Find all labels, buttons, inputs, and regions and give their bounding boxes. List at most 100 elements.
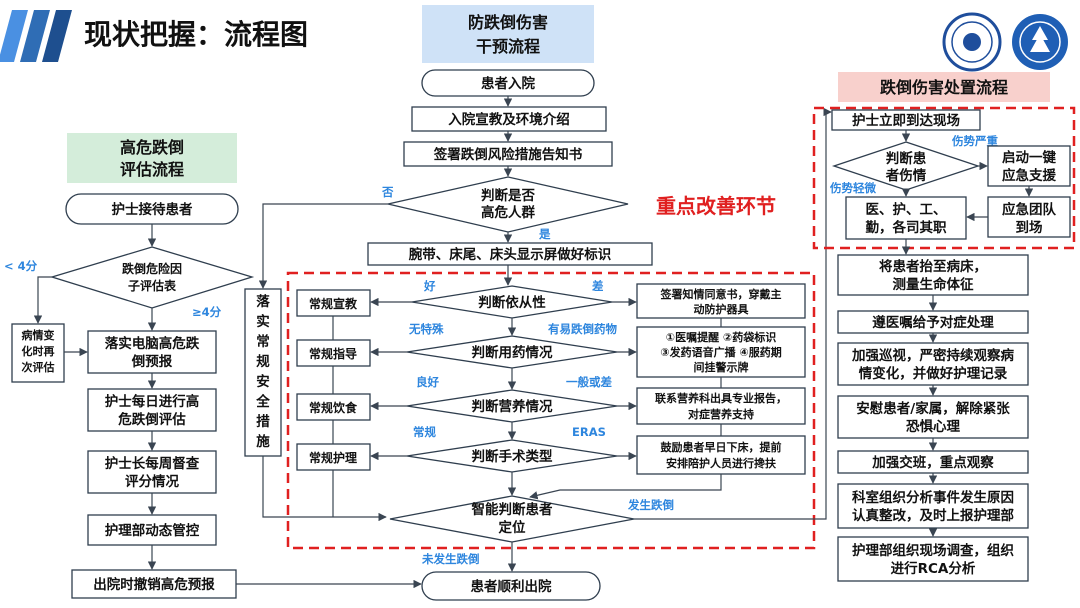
disposal-frame (812, 106, 1076, 250)
sign-label: 签署跌倒风险措施告知书 (433, 146, 583, 163)
routine-guidance-label: 常规指导 (309, 346, 357, 361)
routine-education-box (296, 289, 371, 317)
left-title-line1: 高危跌倒 (120, 138, 184, 157)
right-step-4 (837, 395, 1029, 439)
no-fall-label: 未发生跌倒 (421, 552, 480, 566)
right-title-box (838, 72, 1050, 102)
left-step-5-label: 出院时撤销高危预报 (93, 576, 215, 593)
arrive-label: 护士立即到达现场 (852, 112, 960, 129)
surgery-good-label: 常规 (413, 425, 436, 439)
left-step-2 (87, 388, 217, 432)
key-improvement-frame (286, 271, 816, 550)
marking-label: 腕带、床尾、床头显示屏做好标识 (409, 246, 612, 263)
severe-label: 伤势严重 (951, 134, 998, 148)
admit-label: 患者入院 (481, 75, 535, 92)
left-title-box (67, 133, 237, 183)
right-step-7 (837, 536, 1029, 582)
right-step-3-line1: 加强巡视，严密持续观察病 (851, 347, 1014, 364)
medication-good-label: 无特殊 (408, 322, 444, 336)
high-risk-decision-line1: 判断是否 (481, 187, 535, 204)
early-ambulation-line2: 安排陪护人员进行搀扶 (666, 456, 777, 470)
early-ambulation-box (636, 435, 806, 475)
left-step-4-label: 护理部动态管控 (105, 522, 200, 539)
medication-measures-box (636, 326, 806, 378)
reassess-box (11, 323, 65, 383)
left-step-4 (87, 514, 217, 546)
routine-safety-char-8: 施 (256, 433, 270, 450)
fall-occurred-label: 发生跌倒 (627, 498, 674, 512)
left-step-1-line1: 落实电脑高危跌 (105, 335, 200, 352)
left-step-1 (87, 330, 217, 374)
reassess-line1: 病情变 (22, 328, 55, 342)
emergency-team-line1: 应急团队 (1002, 201, 1056, 218)
routine-safety-char-4: 规 (256, 354, 270, 370)
right-step-6-line1: 科室组织分析事件发生原因 (852, 489, 1014, 506)
high-risk-decision-line2: 高危人群 (481, 204, 535, 221)
routine-safety-char-3: 常 (256, 333, 270, 350)
routine-safety-box (244, 288, 282, 457)
emphasis-label: 重点改善环节 (656, 194, 776, 218)
injury-decision-line1: 判断患 (886, 150, 927, 167)
no-label: 否 (381, 185, 394, 199)
left-step-1-line2: 倒预报 (131, 353, 173, 370)
surgery-decision-label: 判断手术类型 (472, 448, 553, 465)
university-logo-right (1012, 14, 1068, 70)
consent-line1: 签署知情同意书，穿戴主 (660, 287, 782, 301)
routine-safety-char-7: 措 (256, 413, 270, 430)
left-step-3-line2: 评分情况 (125, 473, 179, 490)
medication-bad-label: 有易跌倒药物 (548, 322, 617, 336)
nutrition-decision-label: 判断营养情况 (472, 398, 553, 415)
compliance-good-label: 好 (423, 279, 436, 293)
medication-measures-line2: ③发药语音广播 ④服药期 (660, 345, 781, 359)
discharge-terminal (421, 571, 601, 601)
left-step-2-line1: 护士每日进行高 (105, 393, 200, 410)
routine-care-label: 常规护理 (309, 450, 357, 465)
emergency-support-line2: 应急支援 (1002, 167, 1056, 184)
reassess-line2: 化时再 (22, 344, 55, 358)
roles-line2: 勤，各司其职 (866, 219, 947, 236)
nutrition-support-line2: 对症营养支持 (688, 407, 754, 421)
surgery-bad-label: ERAS (572, 425, 606, 439)
injury-decision-line2: 者伤情 (886, 167, 927, 184)
hospital-logo-left (942, 12, 1002, 72)
risk-factor-decision-line2: 子评估表 (128, 278, 177, 293)
right-step-7-line1: 护理部组织现场调查，组织 (852, 542, 1014, 559)
emergency-team-box (987, 196, 1071, 238)
routine-safety-char-6: 全 (255, 393, 270, 410)
left-step-5 (71, 569, 237, 599)
right-step-5-label: 加强交班，重点观察 (871, 454, 994, 471)
right-title-label: 跌倒伤害处置流程 (880, 78, 1008, 97)
roles-line1: 医、护、工、 (866, 201, 947, 218)
middle-title-line2: 干预流程 (476, 37, 540, 56)
right-step-7-line2: 进行RCA分析 (891, 560, 976, 577)
intro-box (411, 106, 607, 132)
right-step-3-line2: 情变化，并做好护理记录 (859, 365, 1008, 382)
right-step-6-line2: 认真整改，及时上报护理部 (852, 507, 1014, 524)
early-ambulation-line1: 鼓励患者早日下床，提前 (661, 440, 782, 454)
routine-safety-char-2: 实 (256, 313, 270, 330)
emergency-team-line2: 到场 (1016, 220, 1043, 236)
risk-factor-decision-line1: 跌倒危险因 (122, 261, 182, 276)
left-start-label: 护士接待患者 (112, 201, 193, 218)
emergency-support-box (987, 145, 1071, 187)
routine-safety-char-1: 落 (256, 293, 270, 310)
right-step-2-label: 遵医嘱给予对症处理 (872, 314, 994, 331)
risk-factor-decision (49, 246, 255, 309)
routine-guidance-box (296, 339, 371, 367)
score-lt4-label: < 4分 (4, 259, 38, 273)
sign-box (403, 141, 613, 167)
routine-diet-label: 常规饮食 (309, 400, 358, 415)
reassess-line3: 次评估 (22, 360, 55, 374)
routine-education-label: 常规宣教 (309, 296, 358, 311)
right-step-1-line1: 将患者抬至病床， (879, 258, 987, 275)
intro-label: 入院宣教及环境介绍 (448, 111, 570, 128)
smart-location-line1: 智能判断患者 (472, 501, 553, 518)
medication-decision-label: 判断用药情况 (472, 344, 553, 361)
emergency-support-line1: 启动一键 (1002, 149, 1056, 166)
consent-line2: 动防护器具 (694, 302, 749, 316)
compliance-bad-label: 差 (592, 279, 604, 293)
nutrition-support-line1: 联系营养科出具专业报告， (655, 391, 787, 405)
title-stripes (0, 10, 72, 62)
